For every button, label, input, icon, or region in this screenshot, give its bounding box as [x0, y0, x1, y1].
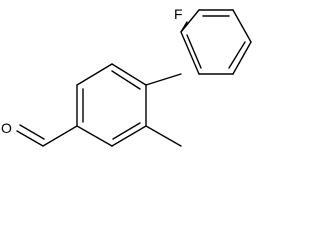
bond-biaryl [145, 73, 182, 86]
bond-aldehyde-co-double [19, 124, 45, 140]
bond-aldehyde-c [42, 125, 78, 147]
oxygen-atom-label: O [1, 120, 12, 136]
bond-upper-ring-6 [180, 31, 200, 75]
bond-lower-ring-5 [111, 125, 147, 147]
bond-c-f [180, 21, 188, 33]
bond-upper-ring-3 [232, 9, 252, 43]
bond-lower-ring-double-3 [112, 122, 141, 140]
bond-upper-ring-double-2 [228, 41, 246, 69]
fluorophenyl-ring [180, 9, 252, 75]
benzaldehyde-ring [76, 63, 147, 147]
bond-aldehyde-co [16, 130, 44, 147]
bond-upper-ring-double-3 [186, 34, 202, 69]
bond-methyl [145, 125, 182, 147]
chemical-structure-diagram: F O [1, 6, 252, 147]
bond-lower-ring-1 [111, 63, 147, 86]
fluorine-atom-label: F [174, 6, 183, 22]
bond-lower-ring-2 [76, 63, 113, 86]
bond-lower-ring-4 [76, 125, 113, 147]
bond-upper-ring-4 [232, 41, 252, 75]
structure-svg: F O [1, 6, 252, 147]
bond-lower-ring-double-1 [111, 70, 141, 90]
